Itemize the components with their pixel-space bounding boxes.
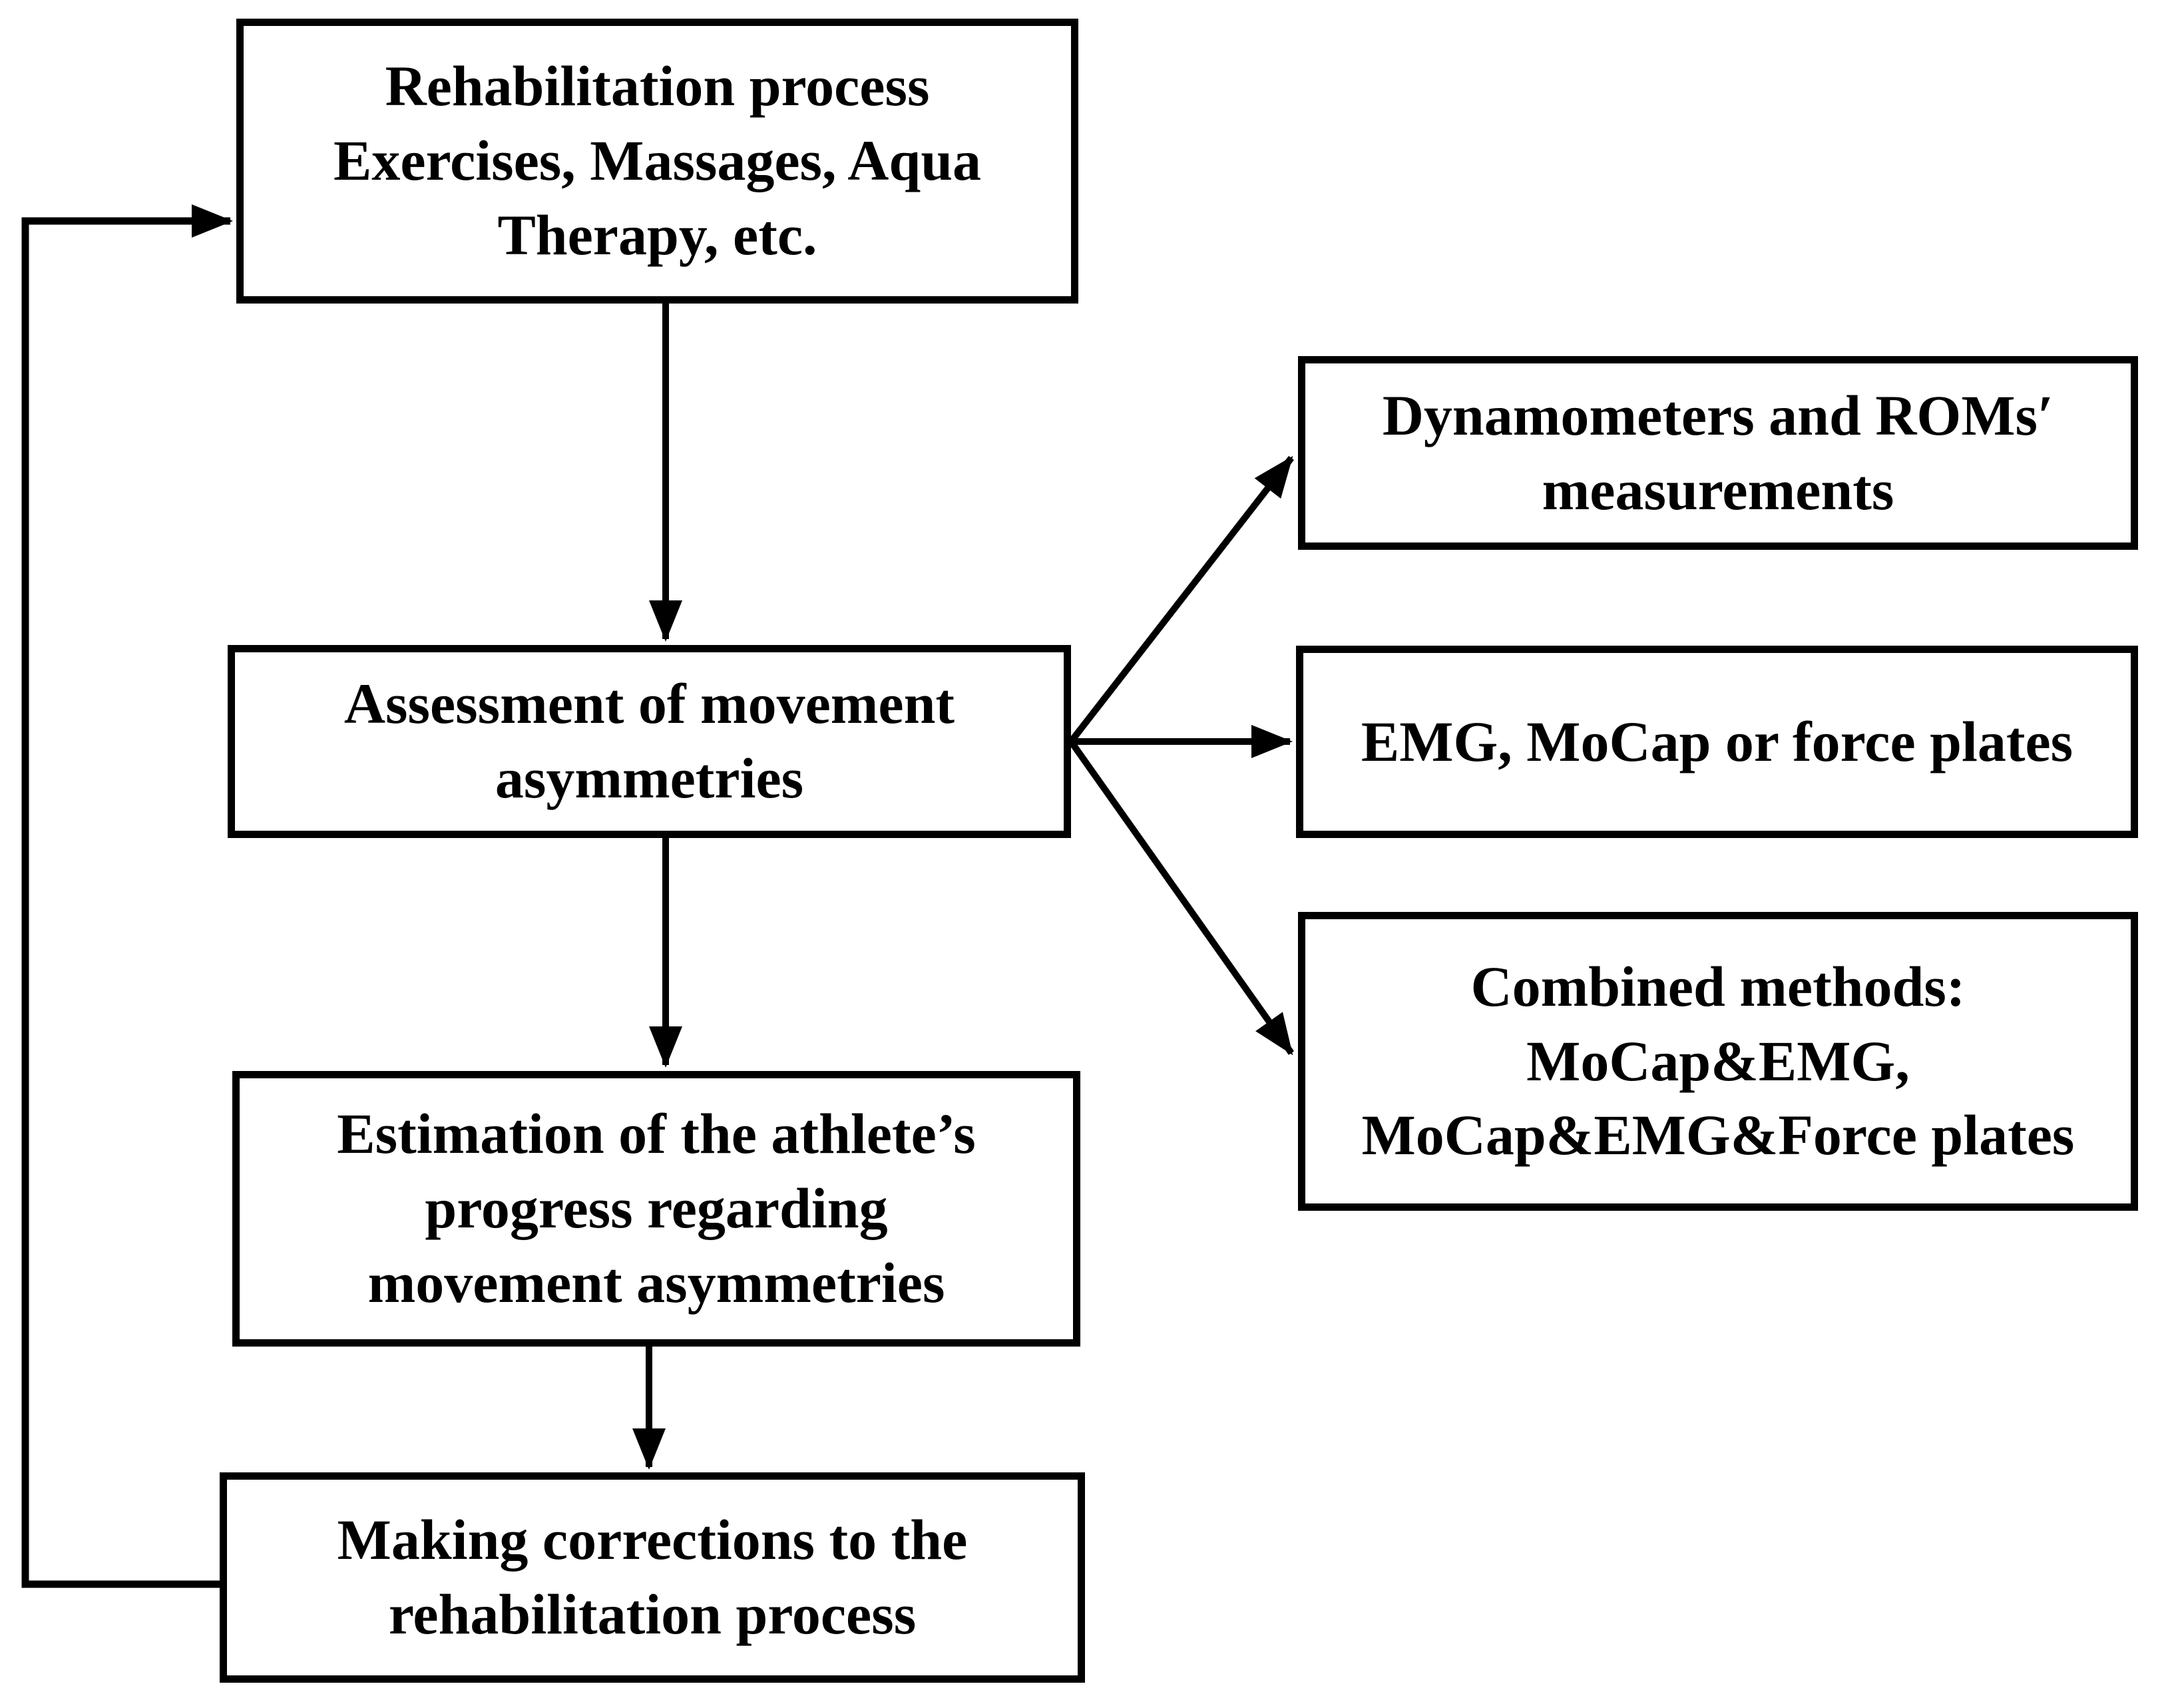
- node-combined-methods: Combined methods: MoCap&EMG, MoCap&EMG&F…: [1298, 912, 2138, 1211]
- node-making-corrections: Making corrections to the rehabilitation…: [220, 1472, 1085, 1683]
- node-emg-mocap-force-plates: EMG, MoCap or force plates: [1296, 646, 2138, 838]
- node-estimation-of-progress: Estimation of the athlete’s progress reg…: [232, 1071, 1080, 1347]
- node-assessment-of-movement-asymmetries: Assessment of movement asymmetries: [228, 645, 1071, 838]
- connector-assessment-to-combined: [1068, 740, 1295, 1056]
- connector-corrections-to-rehabilitation-feedback: [21, 204, 233, 1588]
- node-dynamometers-and-roms-measurements: Dynamometers and ROMs′ measurements: [1298, 356, 2138, 550]
- node-rehabilitation-process: Rehabilitation process Exercises, Massag…: [236, 19, 1078, 304]
- connector-assessment-to-dynamometers: [1068, 455, 1294, 744]
